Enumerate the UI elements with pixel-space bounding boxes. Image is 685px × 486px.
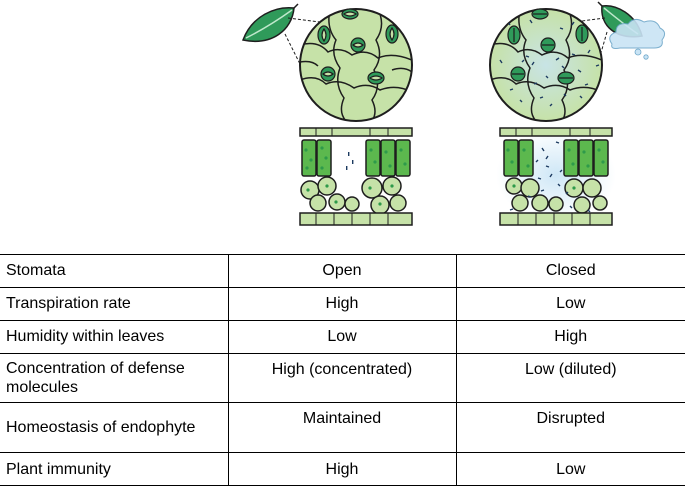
- comparison-table: Stomata Open Closed Transpiration rate H…: [0, 254, 685, 486]
- open-value: Low: [227, 319, 457, 354]
- open-value: Maintained: [227, 402, 457, 454]
- table-row: Transpiration rate High Low: [0, 286, 685, 321]
- table-row: Concentration of defense molecules High …: [0, 352, 685, 404]
- leaf-icon: [241, 3, 299, 42]
- open-value: Open: [227, 254, 457, 288]
- row-label: Transpiration rate: [0, 286, 229, 321]
- stomata-magnified-view: [299, 8, 413, 122]
- row-label: Homeostasis of endophyte: [0, 402, 229, 454]
- leaf-cross-section: [299, 127, 413, 226]
- closed-value: Low: [455, 452, 685, 486]
- open-value: High (concentrated): [227, 352, 457, 404]
- open-value: High: [227, 286, 457, 321]
- closed-value: Low: [455, 286, 685, 321]
- closed-value: High: [455, 319, 685, 354]
- row-label: Concentration of defense molecules: [0, 352, 229, 404]
- closed-value: Low (diluted): [455, 352, 685, 404]
- table-row: Stomata Open Closed: [0, 254, 685, 288]
- row-label: Plant immunity: [0, 452, 229, 486]
- row-label: Humidity within leaves: [0, 319, 229, 354]
- open-panel: [241, 3, 413, 226]
- open-value: High: [227, 452, 457, 486]
- table-row: Plant immunity High Low: [0, 452, 685, 486]
- water-droplet-icon: [609, 18, 666, 60]
- closed-value: Disrupted: [455, 402, 685, 454]
- closed-panel: [489, 1, 666, 226]
- closed-value: Closed: [455, 254, 685, 288]
- stomata-magnified-view: [489, 8, 603, 122]
- table-row: Homeostasis of endophyte Maintained Disr…: [0, 402, 685, 454]
- stomata-illustration: [241, 1, 666, 226]
- table-row: Humidity within leaves Low High: [0, 319, 685, 354]
- row-label: Stomata: [0, 254, 229, 288]
- leaf-cross-section: [496, 127, 616, 226]
